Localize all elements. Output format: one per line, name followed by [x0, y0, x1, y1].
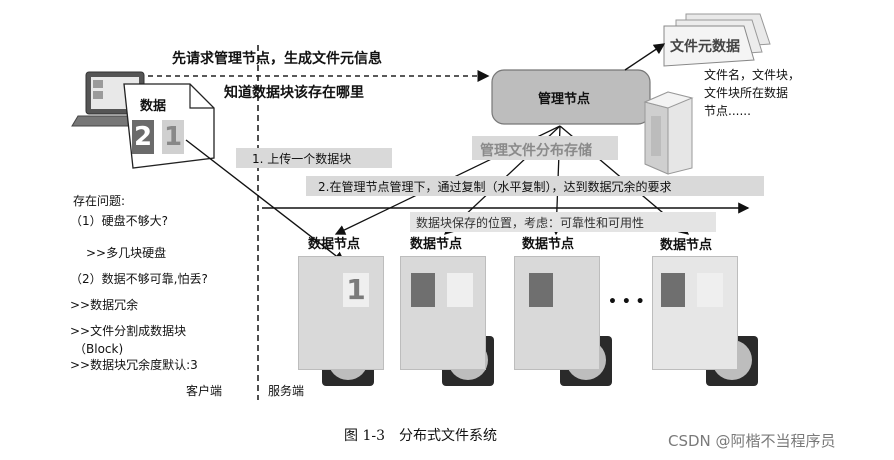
solution-2b-cont: （Block): [74, 342, 124, 356]
solution-2a: >>数据冗余: [70, 298, 139, 312]
step-1-text: 1. 上传一个数据块: [252, 152, 352, 166]
metadata-line-2: 文件块所在数据: [704, 86, 789, 100]
request-step-text: 先请求管理节点，生成文件元信息: [172, 51, 382, 67]
block-1: 1: [162, 120, 184, 154]
dark-block: [529, 273, 553, 307]
manager-node-box: [491, 69, 651, 125]
figure-caption: 图 1-3 分布式文件系统: [344, 428, 497, 444]
dark-block: [411, 273, 435, 307]
step-2-text: 2.在管理节点管理下，通过复制（水平复制），达到数据冗余的要求: [318, 180, 672, 194]
server-tower-icon: [643, 91, 694, 175]
metadata-title: 文件元数据: [670, 39, 740, 55]
light-block: [697, 273, 723, 307]
ellipsis: • • •: [608, 294, 645, 310]
data-node-1: 1: [298, 256, 384, 370]
server-label: 服务端: [268, 384, 305, 398]
data-node-2: [400, 256, 486, 370]
manager-node-label: 管理节点: [538, 92, 591, 107]
step-3-text: 数据块保存的位置，考虑：可靠性和可用性: [416, 216, 645, 230]
data-node-label: 数据节点: [410, 237, 463, 252]
know-step-text: 知道数据块该存在哪里: [224, 85, 364, 101]
light-block: [447, 273, 473, 307]
data-node-label: 数据节点: [660, 238, 713, 253]
block-2: 2: [132, 120, 154, 154]
solution-1: >>多几块硬盘: [86, 246, 167, 260]
solution-2b: >>文件分割成数据块: [70, 324, 187, 338]
step-1-banner: [236, 148, 392, 168]
metadata-line-3: 节点......: [704, 104, 751, 118]
dark-block: [661, 273, 685, 307]
manager-storage-banner: [472, 136, 618, 160]
metadata-docs-icon: [663, 13, 771, 67]
step-2-banner: [306, 176, 764, 196]
problems-title: 存在问题:: [73, 194, 126, 208]
client-label: 客户端: [186, 384, 223, 398]
problem-1: （1）硬盘不够大?: [70, 214, 169, 228]
upload-arrow: [185, 139, 346, 263]
data-node-3: [514, 256, 600, 370]
data-card-label: 数据: [140, 99, 167, 114]
manager-storage-text: 管理文件分布存储: [480, 143, 592, 159]
metadata-line-1: 文件名，文件块，: [704, 68, 801, 82]
watermark: CSDN @阿楷不当程序员: [668, 432, 836, 450]
problem-2: （2）数据不够可靠,怕丢?: [70, 272, 208, 286]
solution-2c: >>数据块冗余度默认:3: [70, 358, 198, 372]
step-3-banner: [410, 212, 716, 232]
data-node-label: 数据节点: [522, 237, 575, 252]
data-node-label: 数据节点: [308, 237, 361, 252]
data-node-4: [652, 256, 738, 370]
node1-block: 1: [343, 273, 369, 307]
